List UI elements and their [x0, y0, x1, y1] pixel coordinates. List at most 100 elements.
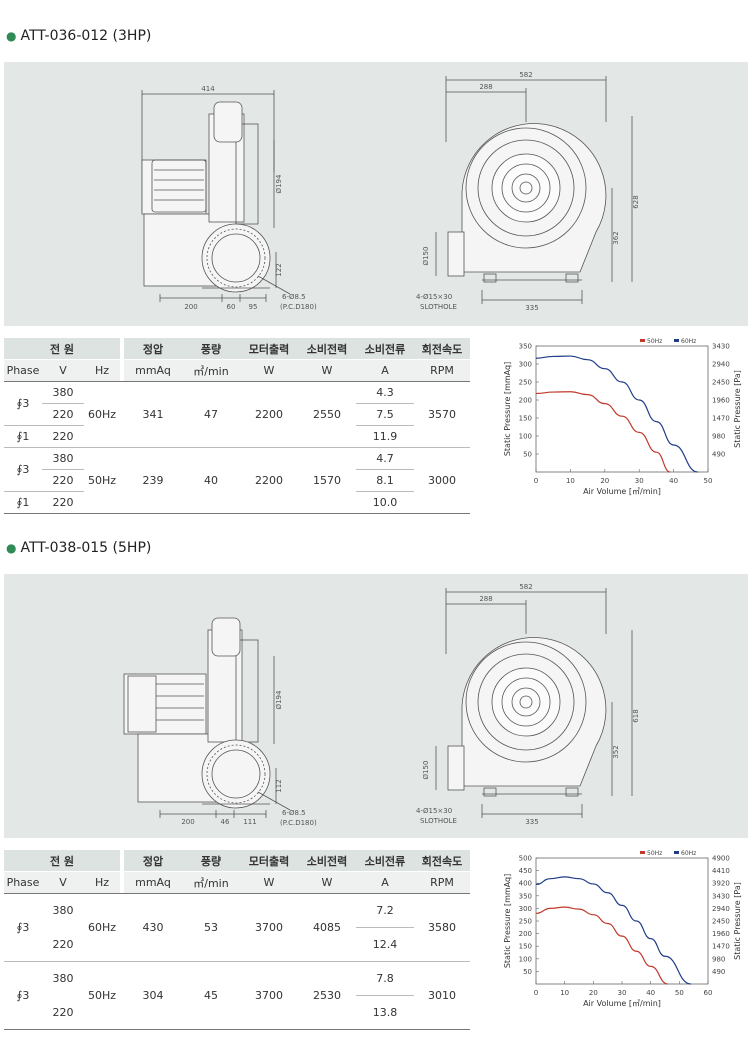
x-tick-label: 0	[534, 477, 538, 485]
table-row: ∮3 380 60Hz 430 53 3700 4085 7.2 3580	[4, 893, 470, 934]
cell-v: 220	[52, 937, 74, 951]
cell-flow: 47	[204, 408, 218, 421]
unit-speed: RPM	[414, 359, 470, 382]
dim-slot: 4-Ø15×30	[416, 807, 452, 815]
x-tick-label: 50	[675, 989, 684, 997]
table-row: 220 7.5	[4, 403, 470, 426]
x-tick-label: 20	[600, 477, 609, 485]
side-view	[123, 617, 291, 818]
dim-slot: 4-Ø15×30	[416, 293, 452, 301]
x-tick-label: 50	[704, 477, 713, 485]
cell-phase: ∮3	[16, 989, 30, 1002]
x-tick-label: 40	[669, 477, 678, 485]
header-v: V	[42, 871, 84, 894]
cell-phase: ∮3	[16, 463, 30, 476]
header-motor: 모터출력	[240, 338, 298, 360]
dim-outlet: Ø150	[422, 247, 430, 266]
y-tick-label: 400	[519, 880, 532, 888]
legend-swatch	[640, 851, 645, 854]
dim-width: 582	[519, 71, 532, 79]
y-tick-label: 350	[519, 343, 532, 351]
cell-rpm: 3000	[428, 474, 456, 487]
dim-half: 288	[479, 595, 492, 603]
y-tick-label: 300	[519, 905, 532, 913]
cell-current: 7.8	[356, 961, 414, 996]
spec-table: 전 원 정압 풍량 모터출력 소비전력 소비전류 회전속도 Phase V Hz…	[4, 338, 470, 514]
technical-drawing: Ø194 112 200 46 111 6-Ø8.5 (P.C.D180)	[4, 574, 748, 838]
section-title: ●ATT-038-015 (5HP)	[6, 540, 152, 556]
y-right-tick-label: 2940	[712, 905, 730, 913]
dim-base-b: 46	[221, 818, 230, 826]
unit-consumption: W	[298, 871, 356, 894]
legend-swatch	[674, 339, 679, 342]
drawing-svg: Ø194 112 200 46 111 6-Ø8.5 (P.C.D180)	[123, 583, 640, 827]
y-right-tick-label: 980	[712, 955, 725, 963]
header-current: 소비전류	[356, 850, 414, 872]
y-right-tick-label: 4410	[712, 867, 730, 875]
legend-label: 50Hz	[647, 850, 662, 857]
cell-phase: ∮3	[16, 921, 30, 934]
cell-v: 220	[42, 491, 84, 514]
cell-v: 380	[52, 972, 74, 986]
header-consumption: 소비전력	[298, 338, 356, 360]
cell-v: 220	[52, 1005, 74, 1019]
y-right-tick-label: 4900	[712, 855, 730, 863]
table-row: ∮3 380 60Hz 341 47 2200 2550 4.3 3570	[4, 382, 470, 421]
x-tick-label: 10	[560, 989, 569, 997]
header-power: 전 원	[4, 850, 120, 872]
cell-current: 10.0	[356, 491, 414, 514]
cell-flow: 45	[204, 989, 218, 1002]
x-tick-label: 40	[646, 989, 655, 997]
table-row: 220 8.1	[4, 469, 470, 492]
table-row: ∮3 380 50Hz 239 40 2200 1570 4.7 3000	[4, 448, 470, 487]
cell-flow: 40	[204, 474, 218, 487]
cell-motor: 2200	[255, 474, 283, 487]
dim-base-a: 200	[181, 818, 194, 826]
y-right-tick-label: 3920	[712, 880, 730, 888]
header-consumption: 소비전력	[298, 850, 356, 872]
x-tick-label: 30	[635, 477, 644, 485]
dim-half: 288	[479, 83, 492, 91]
y-right-tick-label: 1470	[712, 943, 730, 951]
legend-swatch	[674, 851, 679, 854]
y-tick-label: 100	[519, 955, 532, 963]
cell-hz: 50Hz	[87, 474, 117, 487]
header-phase: Phase	[4, 871, 42, 894]
y-tick-label: 350	[519, 892, 532, 900]
table-row: ∮3 380 50Hz 304 45 3700 2530 7.8 3010	[4, 961, 470, 1002]
front-view	[435, 588, 633, 818]
y-right-axis-label: Static Pressure [Pa]	[733, 882, 742, 960]
dim-base-b: 60	[227, 303, 236, 311]
y-right-tick-label: 980	[712, 433, 725, 441]
dim-length: 414	[201, 85, 215, 93]
y-right-tick-label: 490	[712, 451, 725, 459]
y-tick-label: 450	[519, 867, 532, 875]
dim-base-c: 111	[243, 818, 256, 826]
unit-current: A	[356, 359, 414, 382]
cell-v: 380	[52, 386, 74, 399]
dim-holes: 6-Ø8.5	[282, 293, 306, 301]
dim-slot-label: SLOTHOLE	[420, 817, 457, 825]
y-right-tick-label: 1470	[712, 415, 730, 423]
unit-pressure: mmAq	[124, 359, 182, 382]
y-tick-label: 100	[519, 433, 532, 441]
cell-current: 7.5	[356, 403, 414, 426]
series-line-50Hz	[535, 906, 668, 985]
y-tick-label: 500	[519, 855, 532, 863]
cell-hz: 60Hz	[87, 921, 117, 934]
legend-label: 60Hz	[681, 850, 696, 857]
technical-drawing: 414 Ø194 122 200 60 95 6-Ø8.5 (P.C.D180)	[4, 62, 748, 326]
front-view	[435, 76, 633, 304]
header-flow: 풍량	[182, 850, 240, 872]
dim-base-a: 200	[184, 303, 197, 311]
cell-current: 8.1	[356, 469, 414, 492]
dim-total-height: 628	[632, 195, 640, 208]
header-phase: Phase	[4, 359, 42, 382]
dim-inner-height: 352	[612, 745, 620, 758]
unit-pressure: mmAq	[124, 871, 182, 894]
header-power: 전 원	[4, 338, 120, 360]
cell-v: 380	[52, 452, 74, 465]
y-tick-label: 250	[519, 379, 532, 387]
cell-phase: ∮1	[4, 425, 42, 448]
